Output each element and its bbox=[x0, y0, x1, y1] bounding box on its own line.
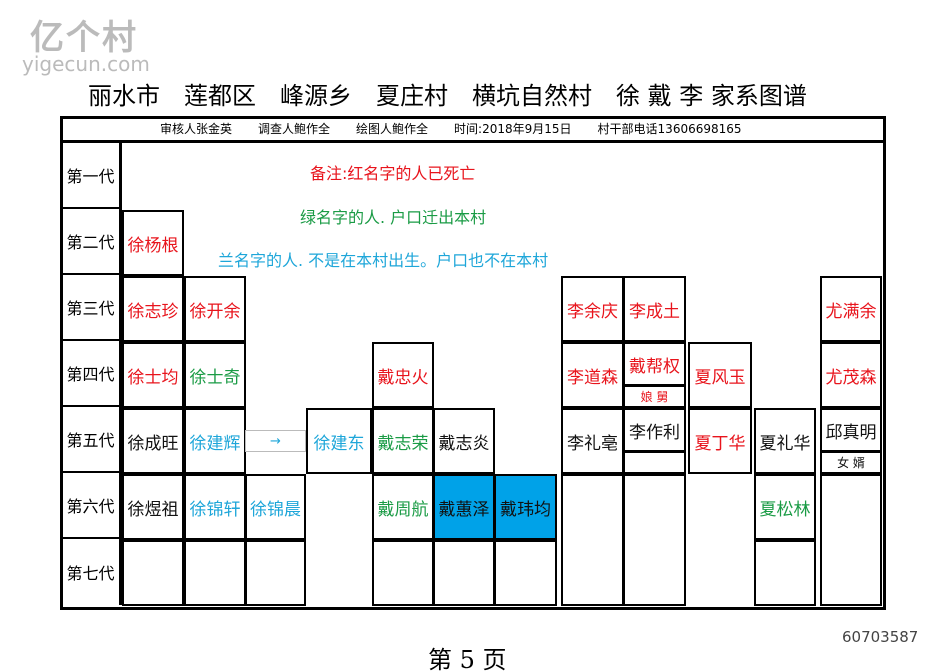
gen-label: 第六代 bbox=[62, 473, 122, 539]
person: 戴志炎 bbox=[433, 408, 495, 474]
header-info: 审核人张金英 调查人鲍作全 绘图人鲍作全 时间:2018年9月15日 村干部电话… bbox=[60, 116, 883, 143]
person: 徐士奇 bbox=[184, 342, 246, 408]
gen-label: 第四代 bbox=[62, 341, 122, 407]
gen-label: 第七代 bbox=[62, 539, 122, 605]
empty-cell bbox=[623, 474, 686, 606]
empty-cell bbox=[561, 474, 624, 606]
person: 徐锦晨 bbox=[245, 474, 306, 540]
watermark-url: yigecun.com bbox=[22, 52, 150, 76]
empty-subcell bbox=[623, 451, 686, 474]
person: 徐志珍 bbox=[122, 276, 184, 342]
empty-cell bbox=[184, 540, 246, 606]
gen-label: 第三代 bbox=[62, 275, 122, 341]
note-red: 备注:红名字的人已死亡 bbox=[310, 164, 476, 183]
person: 夏松林 bbox=[754, 474, 816, 540]
empty-cell bbox=[372, 540, 434, 606]
date: 时间:2018年9月15日 bbox=[454, 121, 572, 136]
person: 戴忠火 bbox=[372, 342, 434, 408]
person: 邱真明 bbox=[820, 408, 882, 452]
person-highlighted: 戴玮均 bbox=[494, 474, 557, 540]
person: 李余庆 bbox=[561, 276, 624, 342]
note-green: 绿名字的人. 户口迁出本村 bbox=[300, 208, 487, 227]
empty-cell bbox=[122, 540, 184, 606]
person: 徐建东 bbox=[306, 408, 372, 474]
drafter: 绘图人鲍作全 bbox=[356, 121, 429, 136]
investigator: 调查人鲍作全 bbox=[258, 121, 331, 136]
phone: 村干部电话13606698165 bbox=[597, 121, 742, 136]
person: 徐开余 bbox=[184, 276, 246, 342]
reviewer: 审核人张金英 bbox=[160, 121, 233, 136]
person: 徐成旺 bbox=[122, 408, 184, 474]
person: 戴帮权 bbox=[623, 342, 686, 386]
person: 徐杨根 bbox=[122, 210, 184, 276]
person: 夏丁华 bbox=[688, 408, 752, 474]
note-blue: 兰名字的人. 不是在本村出生。户口也不在本村 bbox=[218, 251, 549, 270]
relation-note: 女 婿 bbox=[820, 451, 882, 474]
person-highlighted: 戴蕙泽 bbox=[433, 474, 495, 540]
person: 徐锦轩 bbox=[184, 474, 246, 540]
person: 戴周航 bbox=[372, 474, 434, 540]
gen-label: 第五代 bbox=[62, 407, 122, 473]
person: 李作利 bbox=[623, 408, 686, 452]
image-id: 60703587 bbox=[842, 628, 919, 646]
empty-cell bbox=[245, 540, 306, 606]
empty-cell bbox=[494, 540, 557, 606]
person: 徐建辉 bbox=[184, 408, 246, 474]
watermark-logo: 亿个村 bbox=[30, 18, 138, 58]
relation-note: 娘 舅 bbox=[623, 385, 686, 408]
empty-cell bbox=[754, 540, 816, 606]
person: 徐煜祖 bbox=[122, 474, 184, 540]
page-title: 丽水市 莲都区 峰源乡 夏庄村 横坑自然村 徐 戴 李 家系图谱 bbox=[88, 82, 807, 110]
person: 李成土 bbox=[623, 276, 686, 342]
person: 戴志荣 bbox=[372, 408, 434, 474]
person: 徐士均 bbox=[122, 342, 184, 408]
gen-label: 第一代 bbox=[62, 143, 122, 209]
person: 夏礼华 bbox=[754, 408, 816, 474]
empty-cell bbox=[820, 474, 882, 606]
person: 尤茂森 bbox=[820, 342, 882, 408]
page-number: 第 5 页 bbox=[428, 646, 507, 672]
gen-label: 第二代 bbox=[62, 209, 122, 275]
arrow-icon: → bbox=[245, 430, 306, 452]
chart-frame bbox=[60, 116, 886, 610]
person: 李礼亳 bbox=[561, 408, 624, 474]
person: 夏风玉 bbox=[688, 342, 752, 408]
person: 尤满余 bbox=[820, 276, 882, 342]
person: 李道森 bbox=[561, 342, 624, 408]
empty-cell bbox=[433, 540, 495, 606]
